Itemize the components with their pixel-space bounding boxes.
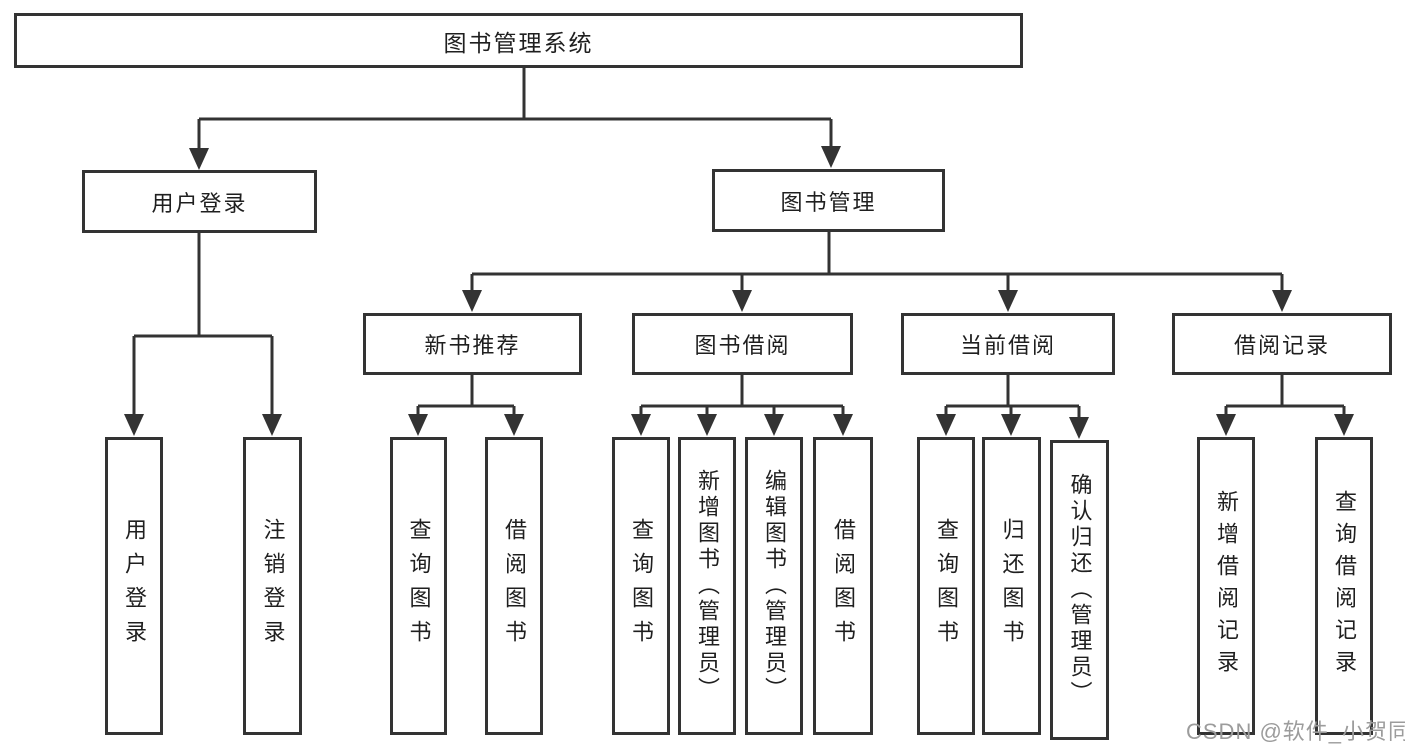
leaf-bb-add-books-admin: 新增图书（管理员）	[678, 437, 736, 735]
node-user-login: 用户登录	[82, 170, 317, 233]
leaf-br-query-record-label: 查询借阅记录	[1332, 490, 1357, 682]
node-book-management: 图书管理	[712, 169, 945, 232]
leaf-cb-confirm-return-admin: 确认归还（管理员）	[1050, 440, 1109, 740]
leaf-cb-return-books-label: 归还图书	[999, 518, 1025, 654]
leaf-logout-label: 注销登录	[260, 518, 286, 654]
leaf-user-login: 用户登录	[105, 437, 163, 735]
leaf-bb-edit-books-admin: 编辑图书（管理员）	[745, 437, 803, 735]
leaf-user-login-label: 用户登录	[122, 518, 147, 654]
leaf-cb-query-books-label: 查询图书	[934, 518, 959, 654]
leaf-bb-query-books-label: 查询图书	[629, 518, 654, 654]
node-current-borrow: 当前借阅	[901, 313, 1115, 375]
leaf-br-add-record-label: 新增借阅记录	[1214, 490, 1239, 682]
leaf-bb-borrow-books: 借阅图书	[813, 437, 873, 735]
leaf-bb-edit-books-admin-label: 编辑图书（管理员）	[762, 469, 787, 703]
csdn-watermark: CSDN @软件_小贺同学	[1186, 719, 1405, 744]
leaf-cb-return-books: 归还图书	[982, 437, 1041, 735]
leaf-cb-confirm-return-admin-label: 确认归还（管理员）	[1067, 473, 1093, 707]
leaf-nb-query-books: 查询图书	[390, 437, 447, 735]
leaf-nb-borrow-books: 借阅图书	[485, 437, 543, 735]
leaf-nb-query-books-label: 查询图书	[406, 518, 432, 654]
node-borrow-record: 借阅记录	[1172, 313, 1392, 375]
leaf-bb-add-books-admin-label: 新增图书（管理员）	[695, 469, 720, 703]
leaf-bb-query-books: 查询图书	[612, 437, 670, 735]
node-book-borrow: 图书借阅	[632, 313, 853, 375]
node-library-system: 图书管理系统	[14, 13, 1023, 68]
leaf-bb-borrow-books-label: 借阅图书	[831, 518, 856, 654]
leaf-br-query-record: 查询借阅记录	[1315, 437, 1373, 735]
leaf-logout: 注销登录	[243, 437, 302, 735]
node-new-book-recommend: 新书推荐	[363, 313, 582, 375]
leaf-br-add-record: 新增借阅记录	[1197, 437, 1255, 735]
leaf-nb-borrow-books-label: 借阅图书	[502, 518, 527, 654]
leaf-cb-query-books: 查询图书	[917, 437, 975, 735]
